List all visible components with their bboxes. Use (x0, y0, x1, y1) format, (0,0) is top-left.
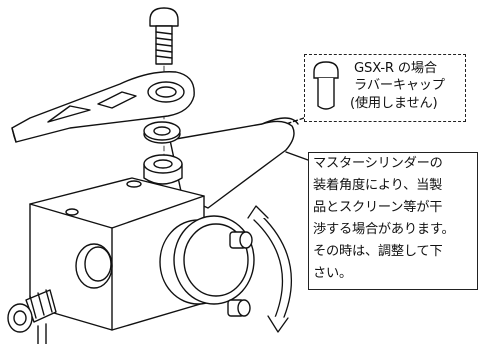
note-line-1: マスターシリンダーの (313, 156, 443, 171)
cap-callout-line-1: GSX-R の場合 (354, 61, 437, 76)
note-line-6: さい。 (313, 266, 352, 281)
rubber-cap-icon (313, 61, 339, 110)
note-line-5: その時は、調整して下 (313, 244, 443, 259)
note-leader-line (285, 151, 309, 161)
cap-callout-line-3: (使用しません) (350, 96, 438, 111)
mount-bolt-top (229, 231, 253, 249)
rotation-arrow (247, 205, 292, 333)
spacer-collar (143, 154, 183, 185)
installation-note-callout (308, 152, 478, 290)
washer (143, 121, 181, 144)
bleed-fitting (7, 289, 57, 344)
bracket-arm (169, 120, 295, 209)
master-cylinder-body (29, 177, 215, 331)
bolt (149, 7, 179, 65)
cap-callout-line-2: ラバーキャップ (354, 78, 445, 93)
mount-bolt-bottom (227, 299, 251, 317)
note-line-2: 装着角度により、当製 (313, 178, 443, 193)
lever-bracket (11, 71, 195, 143)
note-line-4: 渉する場合があります。 (313, 222, 455, 237)
note-line-3: 品とスクリーン等が干 (313, 200, 443, 215)
reservoir-mount (159, 215, 255, 317)
